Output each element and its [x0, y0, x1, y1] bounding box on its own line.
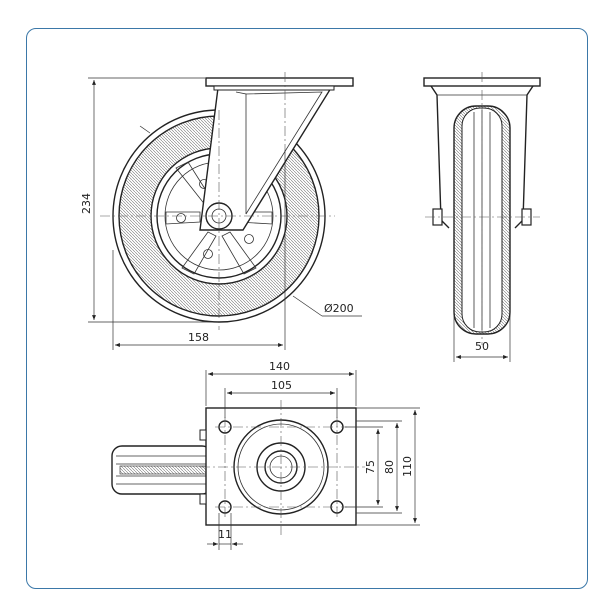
dim-overall-height: 234 — [80, 193, 93, 214]
dim-hole-spacing-long: 105 — [271, 379, 292, 392]
dim-hole-spacing-short: 75 — [364, 460, 377, 474]
top-view: 140 105 75 80 110 11 — [111, 360, 420, 550]
dim-wheel-diameter: Ø200 — [324, 302, 354, 315]
dim-plate-inner: 80 — [383, 460, 396, 474]
hub-bolt-hole-2 — [244, 234, 254, 244]
dim-hole-diameter: 11 — [218, 528, 232, 541]
dim-wheel-width: 50 — [475, 340, 489, 353]
dim-overall-offset: 158 — [188, 331, 209, 344]
hub-bolt-hole-3 — [203, 249, 213, 259]
front-view: 50 — [423, 72, 541, 362]
hub-bolt-hole-1 — [176, 213, 186, 223]
dim-plate-width: 110 — [401, 456, 414, 477]
fork-front — [430, 85, 534, 229]
top-plate-side — [205, 77, 354, 87]
side-view: 234 158 Ø200 — [80, 72, 362, 350]
dim-plate-length: 140 — [269, 360, 290, 373]
